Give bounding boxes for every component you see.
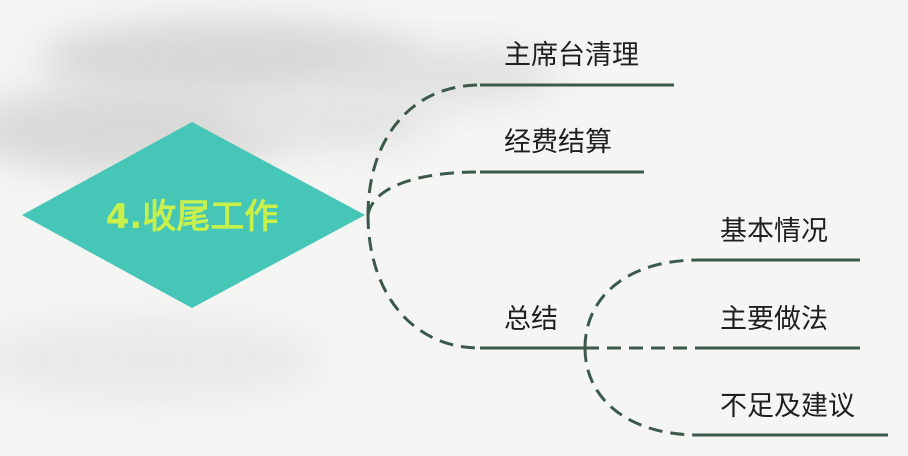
connector-child-3 — [583, 347, 699, 437]
child-2-label: 主要做法 — [720, 304, 828, 335]
child-1-label: 基本情况 — [720, 216, 828, 247]
branch-3-label: 总结 — [504, 304, 558, 335]
root-node-label: 4.收尾工作 — [106, 197, 279, 237]
branch-1-label: 主席台清理 — [504, 40, 639, 71]
connector-branch-2 — [366, 170, 481, 216]
child-3-label: 不足及建议 — [720, 391, 855, 422]
connector-child-1 — [583, 258, 699, 349]
connector-branch-1 — [366, 83, 481, 216]
background-mist — [0, 20, 560, 400]
branch-2-label: 经费结算 — [504, 127, 612, 158]
root-node-diamond — [22, 122, 365, 308]
connector-branch-3 — [366, 214, 481, 350]
